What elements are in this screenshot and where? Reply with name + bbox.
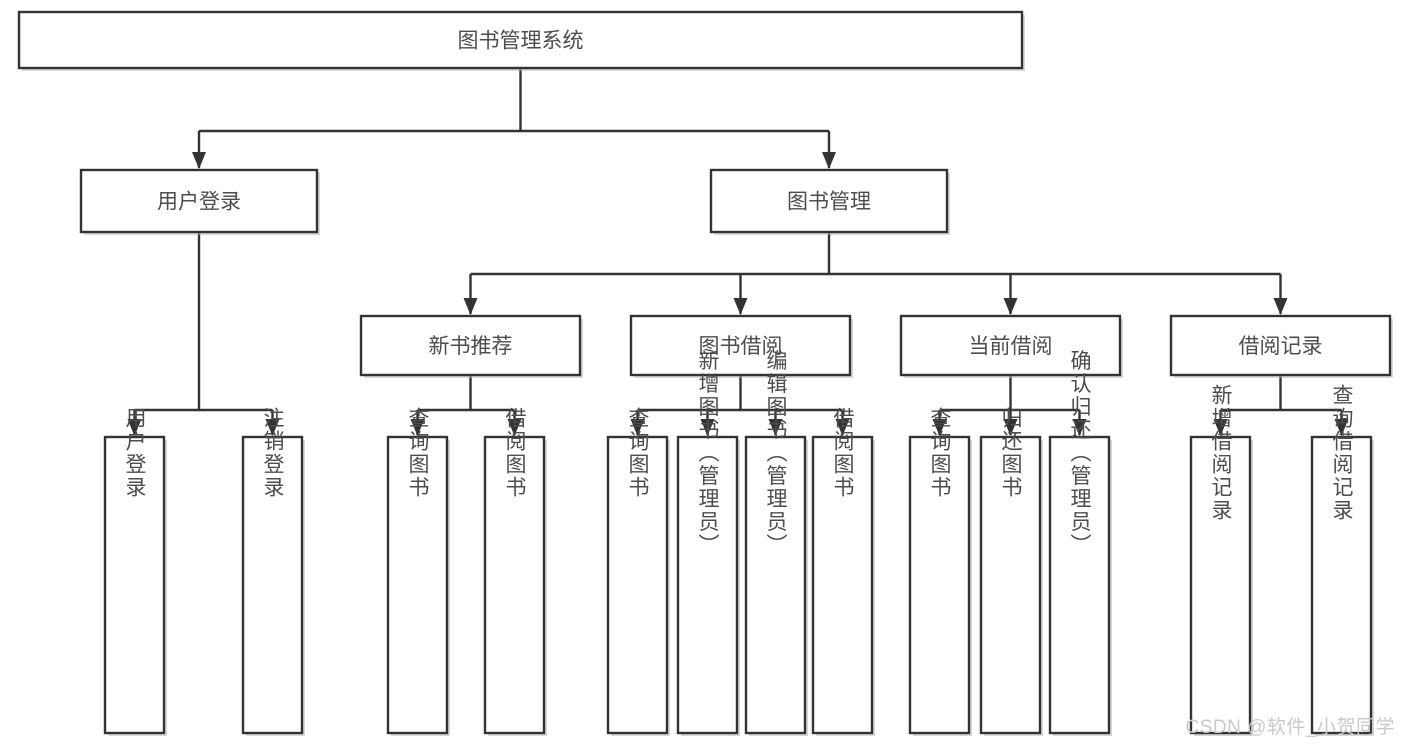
node-box[interactable] [241, 435, 304, 735]
diagram-node-leaf-8[interactable]: 查询图书 [908, 407, 972, 736]
node-label: 注销登录 [261, 407, 285, 499]
diagram-node-leaf-1[interactable]: 注销登录 [241, 407, 305, 736]
diagram-node-leaf-7[interactable]: 借阅图书 [811, 407, 875, 736]
arrow-head-icon [835, 419, 850, 436]
arrow-head-icon [768, 419, 783, 436]
node-label: 确认归还（管理员） [1068, 350, 1092, 557]
diagram-node-level1-1[interactable]: 图书管理 [709, 168, 950, 235]
arrow-head-icon [630, 419, 645, 436]
node-label: 编辑图书（管理员） [764, 350, 788, 557]
node-label: 新书推荐 [429, 335, 513, 358]
diagram-node-leaf-6[interactable]: 编辑图书（管理员） [744, 350, 808, 737]
arrow-head-icon [1213, 419, 1228, 436]
diagram-node-level2-2[interactable]: 当前借阅 [899, 314, 1123, 378]
diagram-node-root-0[interactable]: 图书管理系统 [17, 10, 1025, 71]
diagram-node-leaf-9[interactable]: 归还图书 [979, 407, 1043, 736]
arrow-head-icon [932, 419, 947, 436]
node-label: 图书管理 [787, 191, 871, 214]
node-box[interactable] [1048, 435, 1111, 735]
arrow-head-icon [733, 298, 748, 315]
arrow-head-icon [1003, 298, 1018, 315]
arrow-head-icon [507, 419, 522, 436]
diagram-node-level2-3[interactable]: 借阅记录 [1169, 314, 1393, 378]
node-label: 图书借阅 [699, 335, 783, 358]
arrow-head-icon [265, 419, 280, 436]
node-box[interactable] [1169, 314, 1392, 377]
node-label: 查询图书 [626, 407, 650, 499]
arrow-head-icon [1273, 298, 1288, 315]
node-label: 用户登录 [123, 407, 147, 499]
arrow-head-icon [463, 298, 478, 315]
node-label: 新增图书（管理员） [696, 350, 720, 557]
node-box[interactable] [709, 168, 949, 234]
arrow-head-icon [1334, 419, 1349, 436]
diagram-node-level2-1[interactable]: 图书借阅 [629, 314, 853, 378]
connector-layer [127, 68, 1349, 436]
node-box[interactable] [629, 314, 852, 377]
node-label: 查询图书 [406, 407, 430, 499]
arrow-head-icon [700, 419, 715, 436]
node-box[interactable] [676, 435, 739, 735]
diagram-node-leaf-4[interactable]: 查询图书 [606, 407, 670, 736]
node-box[interactable] [606, 435, 669, 735]
arrow-head-icon [822, 152, 836, 169]
node-label: 借阅图书 [503, 407, 527, 499]
arrow-head-icon [1072, 419, 1087, 436]
node-box[interactable] [386, 435, 449, 735]
diagram-node-level1-0[interactable]: 用户登录 [79, 168, 320, 235]
node-label: 借阅记录 [1239, 335, 1323, 358]
node-box[interactable] [17, 10, 1024, 70]
diagram-node-leaf-0[interactable]: 用户登录 [103, 407, 167, 736]
diagram-node-leaf-12[interactable]: 查询借阅记录 [1310, 384, 1374, 736]
node-label: 查询图书 [928, 407, 952, 499]
node-label: 查询借阅记录 [1330, 384, 1354, 522]
arrow-head-icon [410, 419, 425, 436]
node-box[interactable] [811, 435, 874, 735]
node-label: 用户登录 [157, 191, 241, 214]
node-label: 归还图书 [999, 407, 1023, 499]
arrow-head-icon [1003, 419, 1018, 436]
diagram-node-leaf-10[interactable]: 确认归还（管理员） [1048, 350, 1112, 737]
node-box[interactable] [79, 168, 319, 234]
node-label: 图书管理系统 [458, 30, 584, 53]
diagram-node-leaf-2[interactable]: 查询图书 [386, 407, 450, 736]
node-box[interactable] [1189, 435, 1252, 735]
node-box[interactable] [979, 435, 1042, 735]
node-box[interactable] [359, 314, 582, 377]
node-box[interactable] [1310, 435, 1373, 735]
node-label: 借阅图书 [831, 407, 855, 499]
node-layer: 图书管理系统用户登录图书管理新书推荐图书借阅当前借阅借阅记录用户登录注销登录查询… [17, 10, 1393, 737]
node-box[interactable] [103, 435, 166, 735]
node-box[interactable] [483, 435, 546, 735]
node-box[interactable] [908, 435, 971, 735]
arrow-head-icon [127, 419, 142, 436]
diagram-node-level2-0[interactable]: 新书推荐 [359, 314, 583, 378]
node-label: 当前借阅 [969, 335, 1053, 358]
diagram-node-leaf-5[interactable]: 新增图书（管理员） [676, 350, 740, 737]
arrow-head-icon [192, 152, 206, 169]
node-box[interactable] [744, 435, 807, 735]
node-label: 新增借阅记录 [1209, 384, 1233, 522]
diagram-node-leaf-3[interactable]: 借阅图书 [483, 407, 547, 736]
diagram-node-leaf-11[interactable]: 新增借阅记录 [1189, 384, 1253, 736]
node-box[interactable] [899, 314, 1122, 377]
